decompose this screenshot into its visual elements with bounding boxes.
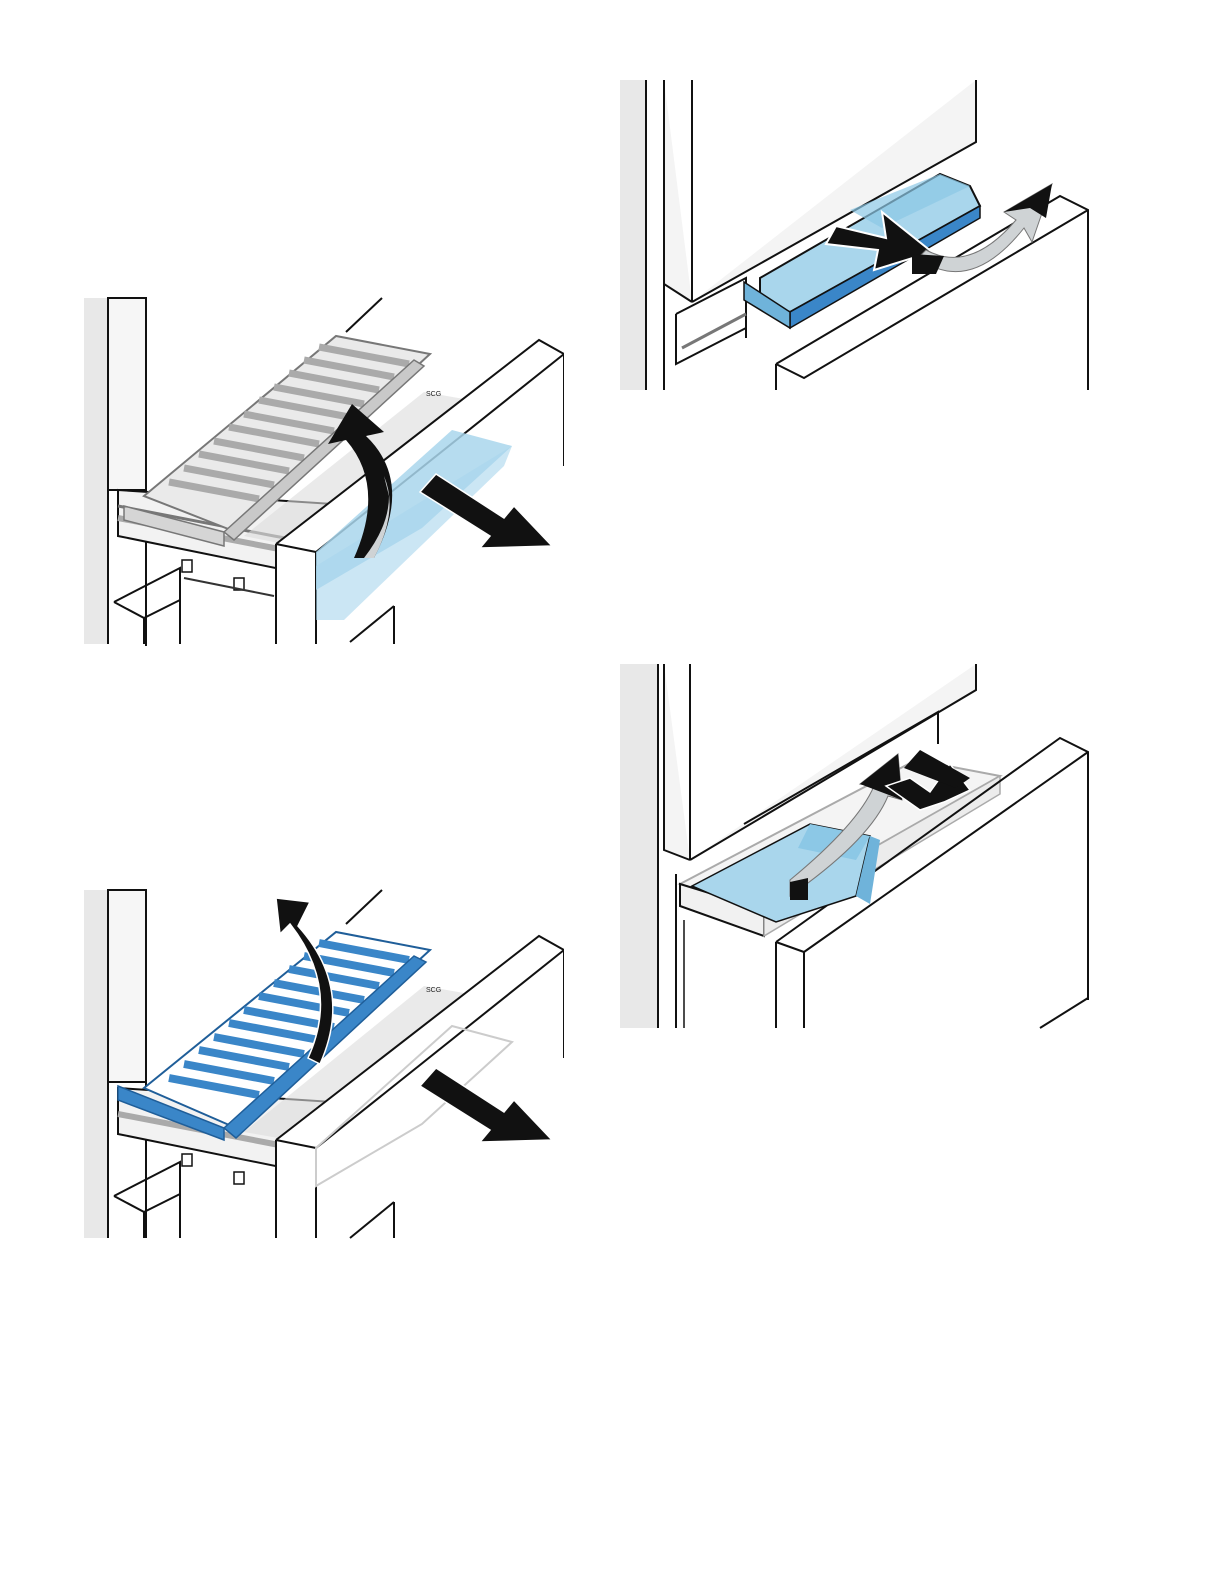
cabinet-side-panel [84, 890, 108, 1238]
tiny-label: SCG [426, 391, 441, 398]
cabinet-side-panel [620, 80, 646, 390]
cabinet-side-panel [84, 298, 108, 644]
cabinet-side-panel [620, 664, 658, 1028]
tiny-label: SCG [426, 987, 441, 994]
upper-door [108, 890, 146, 1082]
figure-insert-container [620, 660, 1092, 1030]
figure-remove-container [620, 78, 1092, 392]
figure-remove-grid-shelf: SCG [84, 888, 564, 1240]
figure-remove-drawer-cover: SCG [84, 296, 564, 646]
upper-door [108, 298, 146, 490]
